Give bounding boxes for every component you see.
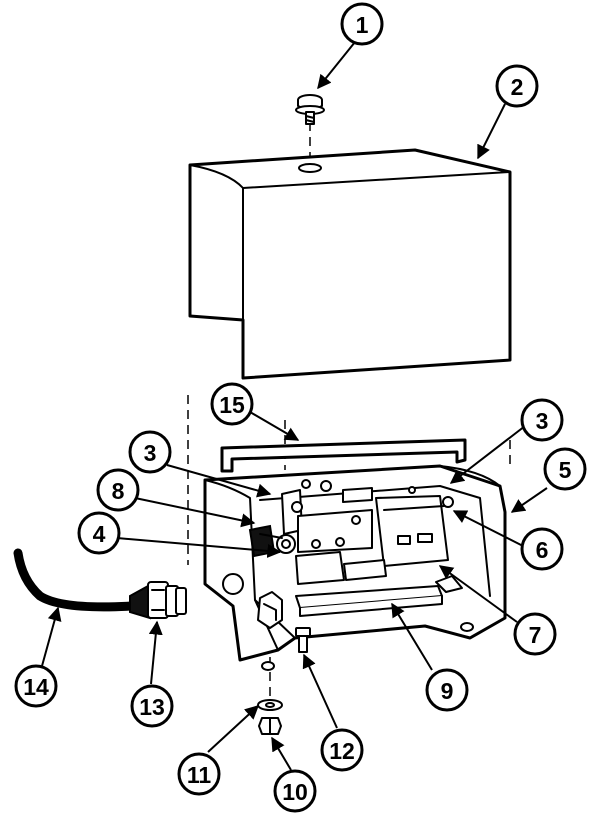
callout-label-1: 1 xyxy=(356,12,369,38)
callout-7: 7 xyxy=(513,612,557,656)
callout-11: 11 xyxy=(177,752,221,796)
callout-label-10: 10 xyxy=(282,779,308,805)
callout-label-11: 11 xyxy=(187,762,212,788)
terminal-screw-part xyxy=(248,524,296,558)
callout-8: 8 xyxy=(96,468,140,512)
callout-label-3-right: 3 xyxy=(536,408,549,434)
switch-assembly-part xyxy=(281,479,463,617)
callout-label-13: 13 xyxy=(139,694,165,720)
callout-13: 13 xyxy=(130,684,174,728)
nut-part xyxy=(258,717,282,735)
leader-lines xyxy=(41,41,548,771)
callout-label-12: 12 xyxy=(329,738,355,764)
cover-screw-part xyxy=(295,94,325,125)
callout-label-5: 5 xyxy=(559,457,572,483)
callout-1: 1 xyxy=(340,2,384,46)
callout-4: 4 xyxy=(77,511,121,555)
callout-label-3-left: 3 xyxy=(144,440,157,466)
callout-9: 9 xyxy=(425,668,469,712)
callout-label-6: 6 xyxy=(536,537,549,563)
callout-10: 10 xyxy=(273,769,317,813)
callout-label-4: 4 xyxy=(93,521,106,547)
mounting-bolt-part xyxy=(295,627,311,653)
callout-15: 15 xyxy=(210,382,254,426)
cable-part xyxy=(13,548,137,612)
callout-label-8: 8 xyxy=(112,478,125,504)
callout-12: 12 xyxy=(320,728,364,772)
callout-label-2: 2 xyxy=(511,74,524,100)
cover-part xyxy=(188,148,512,380)
callout-label-15: 15 xyxy=(219,392,245,418)
callout-3-left: 3 xyxy=(128,430,172,474)
callout-2: 2 xyxy=(495,64,539,108)
callout-5: 5 xyxy=(543,447,587,491)
callout-label-14: 14 xyxy=(23,674,49,700)
callout-label-7: 7 xyxy=(529,622,542,648)
callout-6: 6 xyxy=(520,527,564,571)
callout-label-9: 9 xyxy=(441,678,454,704)
callout-3-right: 3 xyxy=(520,398,564,442)
washer-part xyxy=(257,699,283,711)
callout-14: 14 xyxy=(14,664,58,708)
cable-connector-part xyxy=(129,581,187,620)
gasket-part xyxy=(220,438,467,473)
